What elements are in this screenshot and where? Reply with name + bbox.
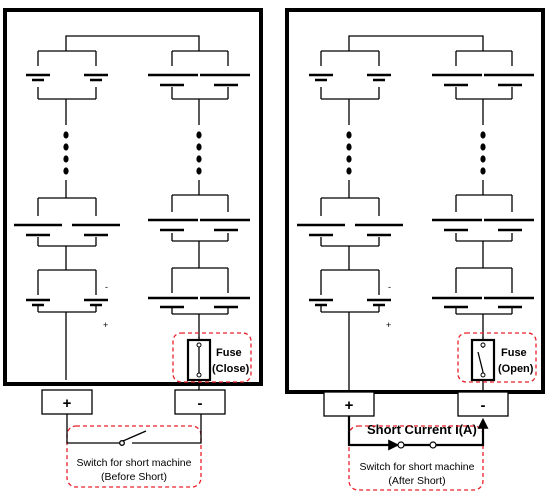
right-negative-terminal: [457, 391, 509, 417]
left-battery-pack-frame: [3, 8, 263, 386]
right-battery-cells: [297, 35, 534, 392]
right-panel: - + Fuse (Open) + - Short Current I(A): [285, 8, 545, 491]
right-switch-dashed-box: [348, 425, 484, 491]
right-negative-terminal-label: -: [481, 397, 486, 414]
left-fuse-dashed-box: [172, 332, 252, 383]
left-plus-polarity-label: +: [103, 320, 108, 330]
right-switch-state-label: (After Short): [388, 475, 445, 487]
short-current-label: Short Current I(A): [367, 422, 477, 437]
right-series-ellipsis-dots: [346, 131, 486, 175]
left-fuse-label: Fuse: [216, 347, 242, 359]
right-positive-terminal-label: +: [345, 397, 354, 414]
right-minus-polarity-label: -: [388, 282, 391, 292]
left-negative-terminal: [174, 389, 226, 415]
left-panel: - + Fuse (Close) + - Switch for short ma…: [3, 8, 263, 488]
left-fuse-state-label: (Close): [212, 363, 250, 375]
right-battery-pack-frame: [285, 8, 545, 394]
right-fuse-state-label: (Open): [498, 363, 534, 375]
right-fuse-open: [470, 337, 496, 382]
left-battery-cells: [14, 35, 250, 390]
left-fuse-closed: [186, 337, 212, 382]
right-switch-closed: [347, 416, 489, 451]
left-negative-terminal-label: -: [198, 395, 203, 412]
right-fuse-label: Fuse: [501, 347, 527, 359]
right-fuse-dashed-box: [457, 332, 537, 383]
right-positive-terminal: [323, 391, 375, 417]
right-plus-polarity-label: +: [386, 320, 391, 330]
left-switch-dashed-box: [66, 425, 202, 488]
left-switch-open: [66, 414, 202, 446]
left-switch-state-label: (Before Short): [101, 471, 167, 483]
left-minus-polarity-label: -: [105, 282, 108, 292]
left-switch-label: Switch for short machine: [77, 457, 192, 469]
left-positive-terminal-label: +: [63, 395, 72, 412]
right-switch-label: Switch for short machine: [360, 461, 475, 473]
left-series-ellipsis-dots: [63, 131, 202, 175]
